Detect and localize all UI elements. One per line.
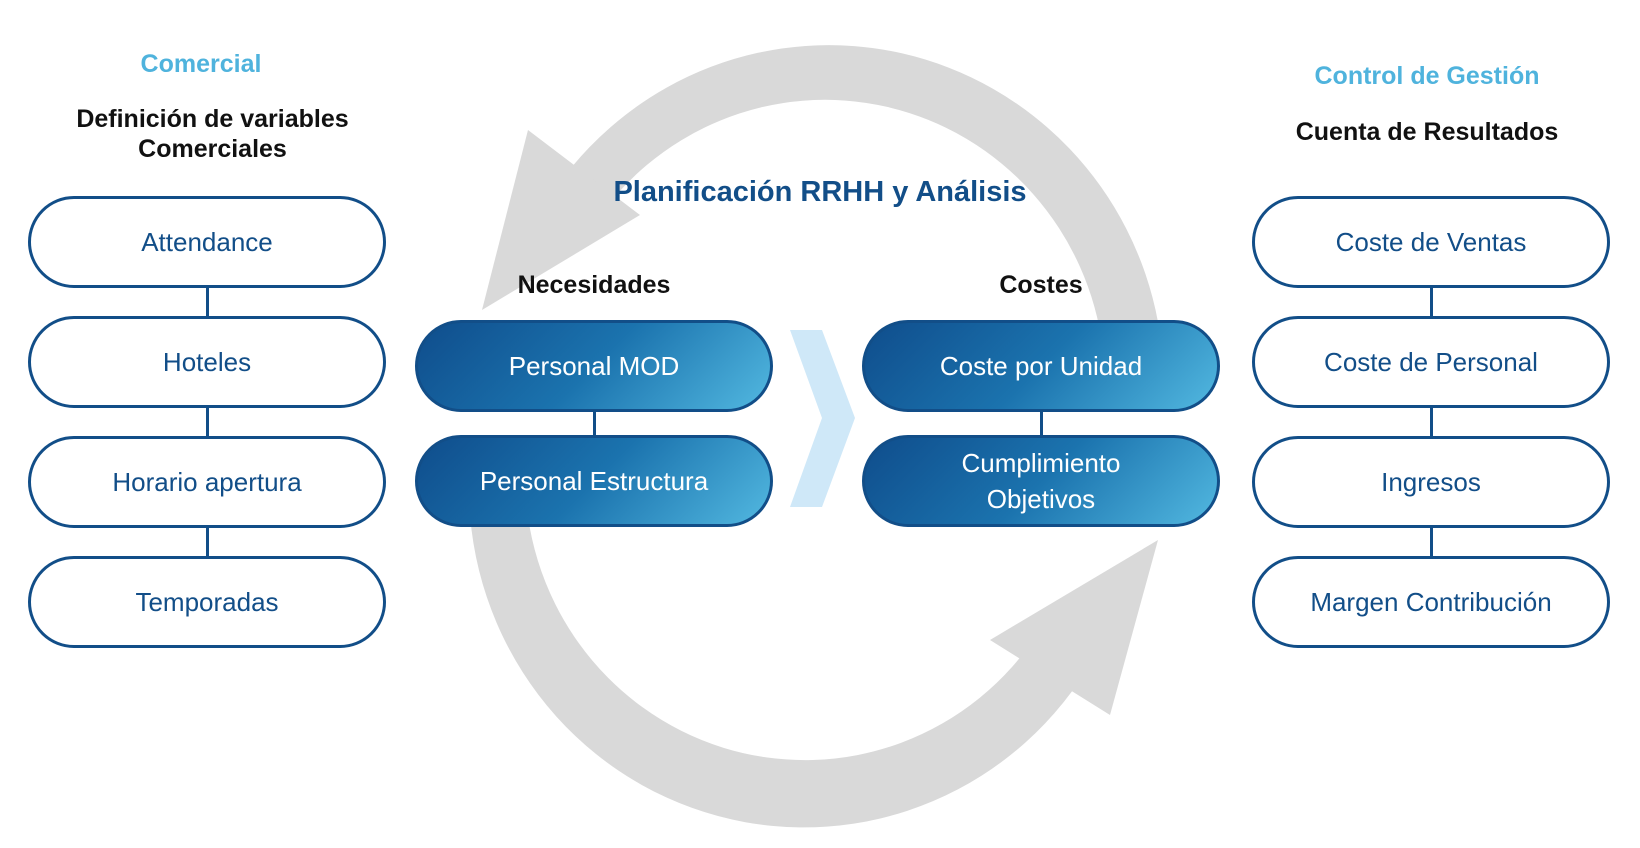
commercial-item-seasons: Temporadas xyxy=(28,556,386,648)
needs-item-personal-structure: Personal Estructura xyxy=(415,435,773,527)
objectives-line: Cumplimiento xyxy=(961,448,1121,478)
subtitle-line: Comerciales xyxy=(138,135,287,163)
section-title-commercial: Comercial xyxy=(140,50,262,78)
commercial-item-hotels: Hoteles xyxy=(28,316,386,408)
cycle-arrowhead-right xyxy=(990,540,1158,715)
needs-item-personal-mod: Personal MOD xyxy=(415,320,773,412)
connector-line xyxy=(1040,410,1043,438)
section-title-management-control: Control de Gestión xyxy=(1314,62,1540,90)
results-item-contribution-margin: Margen Contribución xyxy=(1252,556,1610,648)
connector-line xyxy=(1430,528,1433,556)
costs-heading: Costes xyxy=(999,271,1083,299)
cycle-arrows xyxy=(468,45,1158,828)
section-subtitle-income-statement: Cuenta de Resultados xyxy=(1295,118,1559,146)
section-subtitle-commercial: Definición de variables Comerciales xyxy=(30,104,395,164)
connector-line xyxy=(593,410,596,438)
center-title: Planificación RRHH y Análisis xyxy=(613,176,1027,208)
cycle-arrowhead-left xyxy=(482,130,640,310)
results-item-personnel-cost: Coste de Personal xyxy=(1252,316,1610,408)
commercial-item-opening-hours: Horario apertura xyxy=(28,436,386,528)
connector-line xyxy=(206,288,209,316)
connector-line xyxy=(1430,408,1433,436)
subtitle-line: Definición de variables xyxy=(76,105,349,133)
chevron-right-icon xyxy=(790,330,855,507)
costs-item-objectives: Cumplimiento Objetivos xyxy=(862,435,1220,527)
cycle-arc-top xyxy=(558,45,1158,351)
cycle-arc-bottom xyxy=(468,460,1080,828)
connector-line xyxy=(1430,288,1433,316)
needs-heading: Necesidades xyxy=(517,271,671,299)
objectives-line: Objetivos xyxy=(986,484,1096,514)
results-item-revenue: Ingresos xyxy=(1252,436,1610,528)
results-item-cost-of-sales: Coste de Ventas xyxy=(1252,196,1610,288)
connector-line xyxy=(206,528,209,556)
connector-line xyxy=(206,408,209,436)
commercial-item-attendance: Attendance xyxy=(28,196,386,288)
costs-item-unit-cost: Coste por Unidad xyxy=(862,320,1220,412)
